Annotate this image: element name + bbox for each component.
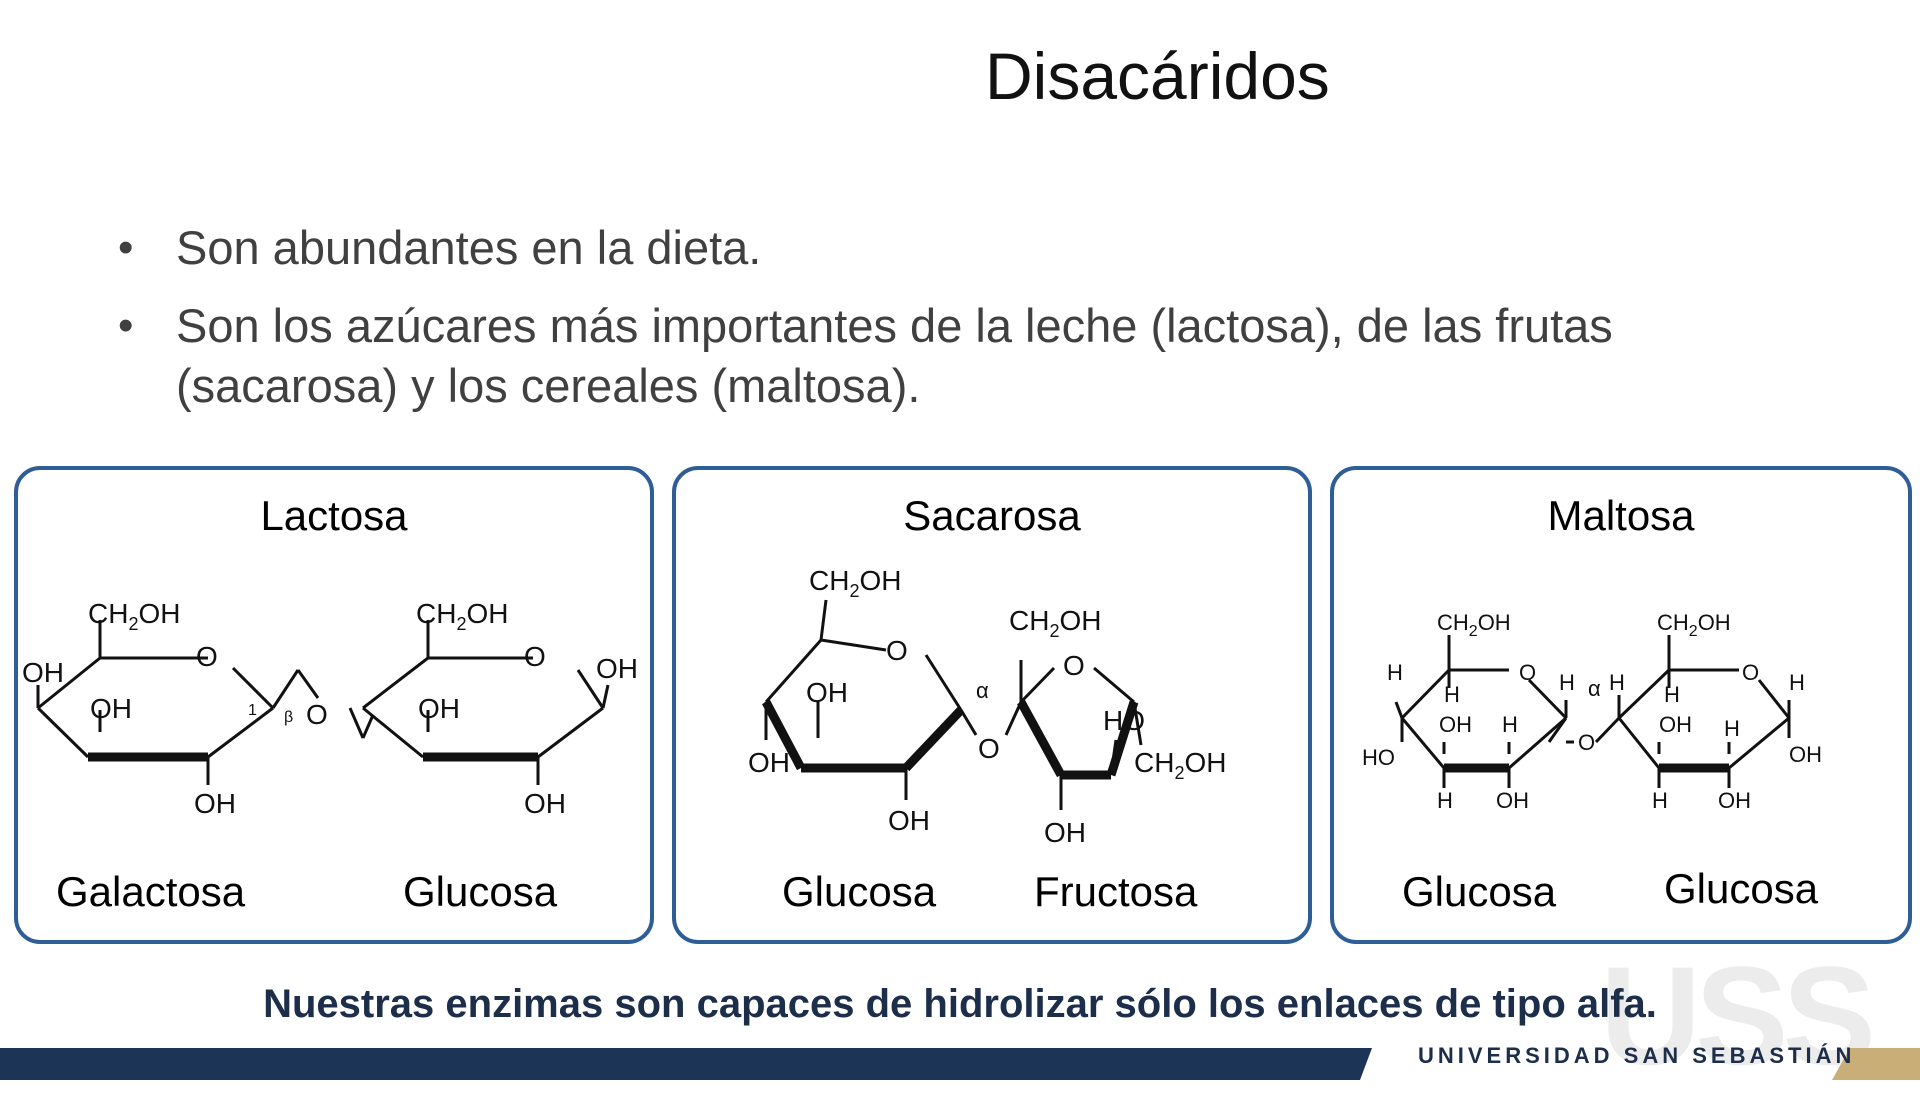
svg-text:OH: OH <box>1659 712 1692 737</box>
svg-text:CH2OH: CH2OH <box>1134 747 1226 783</box>
svg-text:OH: OH <box>194 788 236 819</box>
lactose-structure: CH2OH O OH OH OH 1 β O CH2OH O OH OH OH <box>22 598 638 819</box>
left-label: Galactosa <box>56 868 246 915</box>
svg-text:O: O <box>524 641 546 672</box>
bullet-dot: • <box>118 301 134 350</box>
panel-lactosa: Lactosa CH2OH O OH OH OH 1 β O <box>14 466 654 944</box>
panel-title: Sacarosa <box>903 492 1081 539</box>
svg-text:H: H <box>1502 712 1518 737</box>
svg-text:H: H <box>1559 670 1575 695</box>
footer-bar <box>0 1048 1920 1080</box>
svg-text:O: O <box>196 641 218 672</box>
uss-watermark: USS <box>1600 937 1876 1094</box>
university-name: UNIVERSIDAD SAN SEBASTIÁN <box>1418 1043 1856 1068</box>
svg-text:O: O <box>1519 660 1536 685</box>
svg-text:α: α <box>1588 676 1601 701</box>
svg-text:OH: OH <box>1496 788 1529 813</box>
svg-text:CH2OH: CH2OH <box>809 565 901 601</box>
svg-text:H: H <box>1789 670 1805 695</box>
bullet-dot: • <box>118 223 134 272</box>
svg-text:OH: OH <box>1044 817 1086 848</box>
svg-text:O: O <box>1063 650 1085 681</box>
panel-maltosa: Maltosa CH2OH <box>1330 466 1912 944</box>
svg-text:HO: HO <box>1103 705 1145 736</box>
panel-title: Maltosa <box>1547 492 1695 539</box>
svg-text:H: H <box>1387 660 1403 685</box>
panel-title: Lactosa <box>260 492 408 539</box>
svg-text:OH: OH <box>748 747 790 778</box>
left-label: Glucosa <box>1402 868 1557 915</box>
svg-text:H: H <box>1444 682 1460 707</box>
svg-text:OH: OH <box>90 693 132 724</box>
svg-text:OH: OH <box>1439 712 1472 737</box>
svg-text:O: O <box>1742 660 1759 685</box>
right-label: Fructosa <box>1034 868 1198 915</box>
svg-text:H: H <box>1652 788 1668 813</box>
svg-text:O: O <box>306 699 328 730</box>
footer-note: Nuestras enzimas son capaces de hidroliz… <box>263 982 1657 1026</box>
bullet-text: Son abundantes en la dieta. <box>176 221 762 274</box>
svg-text:CH2OH: CH2OH <box>1009 605 1101 641</box>
right-label: Glucosa <box>1664 865 1819 912</box>
svg-text:H: H <box>1437 788 1453 813</box>
svg-text:H: H <box>1609 670 1625 695</box>
svg-text:OH: OH <box>1718 788 1751 813</box>
svg-text:OH: OH <box>888 805 930 836</box>
footer-bar-navy <box>0 1048 1372 1080</box>
svg-text:OH: OH <box>596 653 638 684</box>
svg-text:CH2OH: CH2OH <box>1657 610 1731 640</box>
svg-text:H: H <box>1664 682 1680 707</box>
svg-text:O: O <box>886 635 908 666</box>
svg-text:CH2OH: CH2OH <box>88 598 180 634</box>
sucrose-structure: CH2OH O OH OH OH O α CH2OH O HO CH2OH OH <box>748 565 1226 848</box>
panel-sacarosa: Sacarosa CH2OH O OH OH OH O α CH2OH O <box>672 466 1312 944</box>
bullet-item: • Son abundantes en la dieta. <box>118 218 1818 278</box>
right-label: Glucosa <box>403 868 558 915</box>
svg-text:OH: OH <box>418 693 460 724</box>
svg-text:β: β <box>284 709 293 726</box>
footer-bar-accent <box>1832 1048 1920 1080</box>
svg-text:H: H <box>1724 716 1740 741</box>
label-text: CH <box>88 598 128 629</box>
bullet-item: • Son los azúcares más importantes de la… <box>118 296 1818 416</box>
svg-text:α: α <box>976 678 989 703</box>
bullet-list: • Son abundantes en la dieta. • Son los … <box>118 218 1818 434</box>
svg-text:OH: OH <box>22 657 64 688</box>
left-label: Glucosa <box>782 868 937 915</box>
maltose-structure: CH2OH O H H H α OH H HO H OH O CH2OH O H… <box>1362 610 1822 813</box>
svg-text:OH: OH <box>524 788 566 819</box>
bullet-text: Son los azúcares más importantes de la l… <box>176 299 1613 412</box>
svg-text:CH2OH: CH2OH <box>416 598 508 634</box>
svg-text:O: O <box>1578 730 1595 755</box>
svg-text:HO: HO <box>1362 745 1395 770</box>
svg-text:1: 1 <box>248 702 257 719</box>
svg-text:O: O <box>978 733 1000 764</box>
svg-text:OH: OH <box>806 677 848 708</box>
svg-text:CH2OH: CH2OH <box>1437 610 1511 640</box>
svg-text:OH: OH <box>1789 742 1822 767</box>
slide-title: Disacáridos <box>985 39 1330 113</box>
